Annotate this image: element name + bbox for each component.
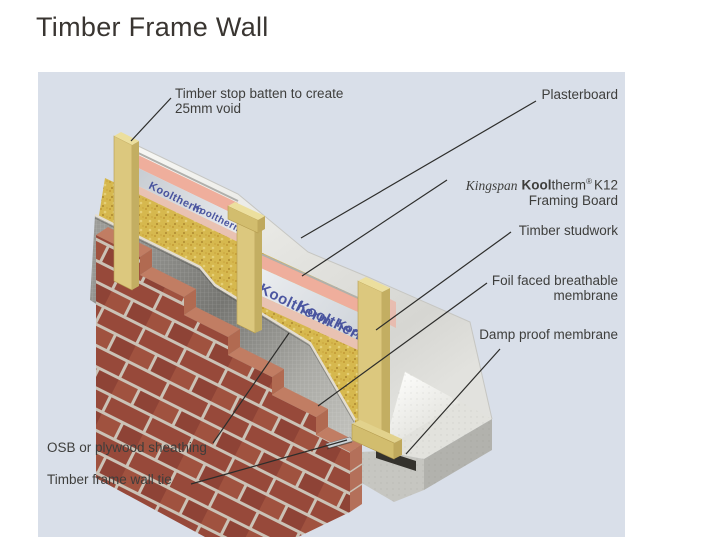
k12-product-code: K12 [593,177,618,193]
leader-wall-tie [190,439,348,485]
sole-plate [351,420,402,460]
leader-k12 [301,179,448,277]
k12-kool: Kool [521,177,552,193]
leader-osb [212,332,290,444]
label-stop-batten: Timber stop batten to create 25mm void [175,86,344,117]
leader-plasterboard [300,100,537,239]
label-wall-tie: Timber frame wall tie [47,472,172,487]
stop-batten-left [113,132,139,291]
timber-stud [357,277,390,451]
k12-registered-mark: ® [586,177,592,186]
leader-stop-batten [130,97,172,142]
leader-foil-membrane [317,282,488,407]
page-title: Timber Frame Wall [36,12,269,42]
osb-edge-strip [94,213,357,421]
label-plasterboard: Plasterboard [541,87,618,102]
label-osb: OSB or plywood sheathing [47,440,207,455]
k12-board-layer: Kooltherm Kooltherm Kooltherm Kooltherm … [131,149,396,350]
stop-batten-middle [227,202,265,334]
leader-studwork [375,231,512,331]
label-dpm: Damp proof membrane [479,327,618,342]
label-foil-membrane: Foil faced breathable membrane [491,273,618,304]
label-foil-membrane-line2: membrane [553,287,618,303]
label-k12-line2: Framing Board [528,193,618,208]
leader-dpm [405,348,501,455]
label-stop-batten-line2: 25mm void [175,100,242,116]
foundation [360,371,492,502]
leader-lines [130,97,537,485]
k12-therm: therm [551,177,587,193]
label-stop-batten-line1: Timber stop batten to create [175,86,344,101]
label-timber-studwork: Timber studwork [518,223,618,238]
label-foil-membrane-line1: Foil faced breathable [491,273,618,288]
k12-brand-kingspan: Kingspan [465,177,518,193]
